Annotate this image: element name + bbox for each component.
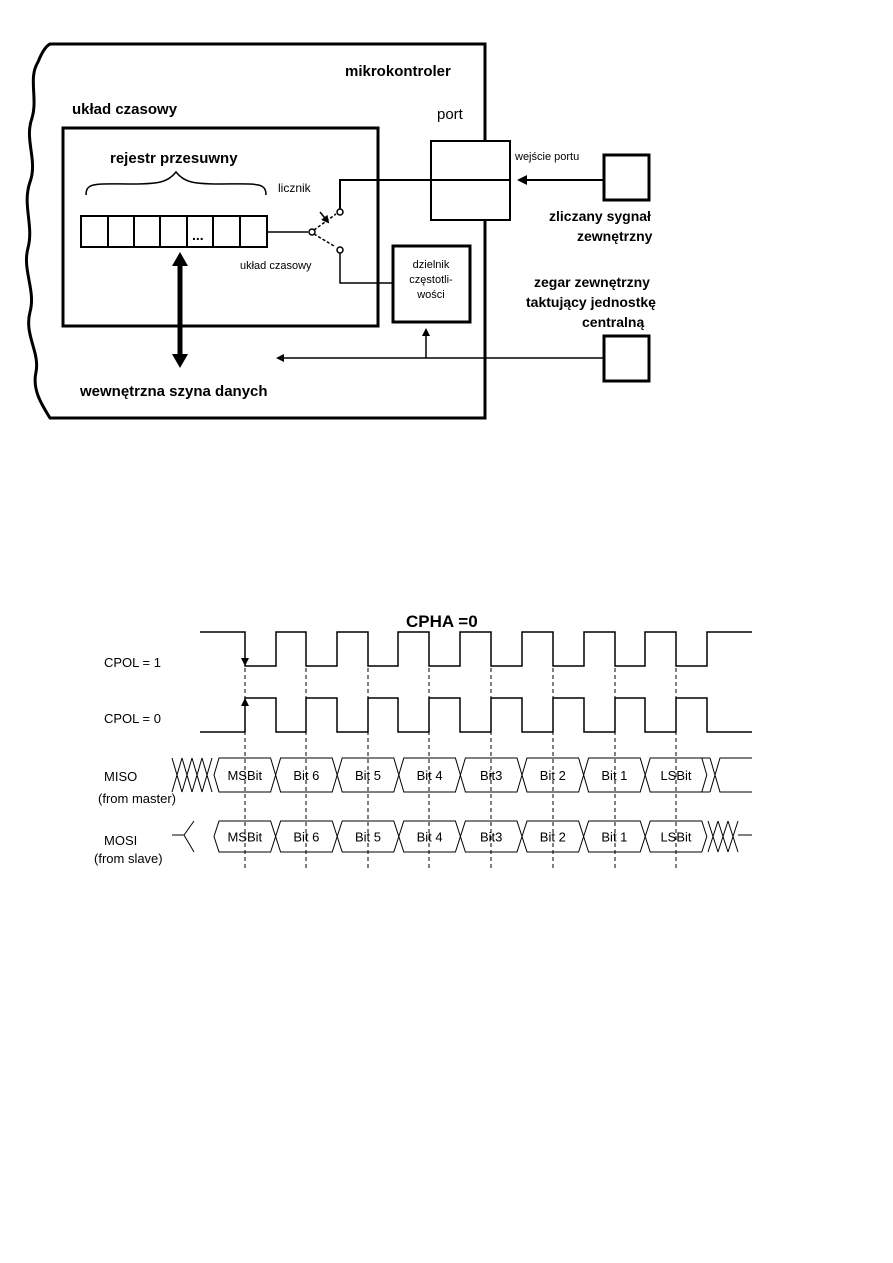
register-ellipsis: ... [192, 227, 204, 243]
timer-block [61, 126, 380, 328]
mosi-bit-label: Bit 4 [417, 830, 443, 845]
port-to-switch-line [339, 179, 510, 209]
mosi-bit-label: LSBit [660, 830, 691, 845]
switch-to-divider-line [339, 253, 393, 284]
external-clock-line-2: taktujący jednostkę [526, 294, 656, 310]
miso-bit-label: Bit 1 [601, 768, 627, 783]
mosi-bit-label: Bit 1 [601, 830, 627, 845]
port-input-label: wejście portu [514, 151, 579, 163]
miso-label: MISO [104, 769, 137, 784]
divider-line-3: wości [416, 289, 445, 301]
mosi-sublabel: (from slave) [94, 851, 163, 866]
mosi-undefined-pattern [707, 820, 752, 853]
spi-timing-diagram: CPHA =0 CPOL = 1 CPOL = 0 MISO (from mas… [94, 612, 752, 868]
bus-label: wewnętrzna szyna danych [79, 383, 268, 400]
divider-box [391, 244, 472, 324]
external-signal-box [602, 153, 651, 202]
sample-lines [244, 640, 677, 868]
mcu-label: mikrokontroler [345, 63, 451, 80]
cpol1-label: CPOL = 1 [104, 655, 161, 670]
mosi-bit-label: Bit3 [480, 830, 502, 845]
mosi-bit-label: Bit 6 [293, 830, 319, 845]
mosi-waveform: MSBit Bit 6 Bit 5 Bit 4 Bit3 Bit 2 Bit 1 LSBit [213, 820, 708, 853]
miso-bit-label: Bit 5 [355, 768, 381, 783]
miso-tail [676, 757, 752, 793]
external-clock-line-3: centralną [582, 314, 644, 330]
shift-register [80, 215, 268, 248]
external-signal-line-1: zliczany sygnał [549, 208, 651, 224]
shift-register-label: rejestr przesuwny [110, 150, 238, 167]
selector-switch [308, 208, 344, 254]
port-label: port [437, 106, 464, 123]
miso-bit-cell [644, 757, 708, 793]
register-brace [85, 170, 267, 196]
miso-bit-label: Bit 4 [417, 768, 443, 783]
timer-block-label: układ czasowy [72, 101, 178, 118]
miso-bit-label: Bit 2 [540, 768, 566, 783]
mosi-bit-cell [644, 820, 708, 853]
external-clock-box [602, 334, 651, 383]
switch-counter-label: licznik [278, 181, 312, 195]
cpol0-label: CPOL = 0 [104, 711, 161, 726]
mosi-label: MOSI [104, 833, 137, 848]
bus-arrow [172, 252, 188, 368]
cpol1-clock-waveform [200, 631, 752, 667]
miso-waveform: MSBit Bit 6 Bit 5 Bit 4 Bit3 Bit 2 Bit 1 LSBit [213, 757, 708, 793]
microcontroller-outline [25, 42, 487, 420]
miso-sublabel: (from master) [98, 791, 176, 806]
cpol0-clock-waveform [200, 697, 752, 733]
external-signal-line-2: zewnętrzny [577, 228, 653, 244]
external-clock-line-1: zegar zewnętrzny [534, 274, 650, 290]
mosi-lead [172, 820, 195, 853]
miso-undefined-pattern [171, 757, 213, 793]
mosi-bit-label: MSBit [227, 830, 262, 845]
miso-bit-label: LSBit [660, 768, 691, 783]
mosi-bit-label: Bit 2 [540, 830, 566, 845]
miso-bit-label: Bit3 [480, 768, 502, 783]
spi-title: CPHA =0 [406, 612, 478, 631]
miso-bit-label: Bit 6 [293, 768, 319, 783]
divider-line-1: dzielnik [413, 259, 450, 271]
mosi-bit-label: Bit 5 [355, 830, 381, 845]
switch-timer-label: układ czasowy [240, 260, 312, 272]
divider-line-2: częstotli- [409, 274, 453, 286]
miso-bit-label: MSBit [227, 768, 262, 783]
timer-diagram: mikrokontroler układ czasowy rejestr prz… [25, 42, 656, 420]
